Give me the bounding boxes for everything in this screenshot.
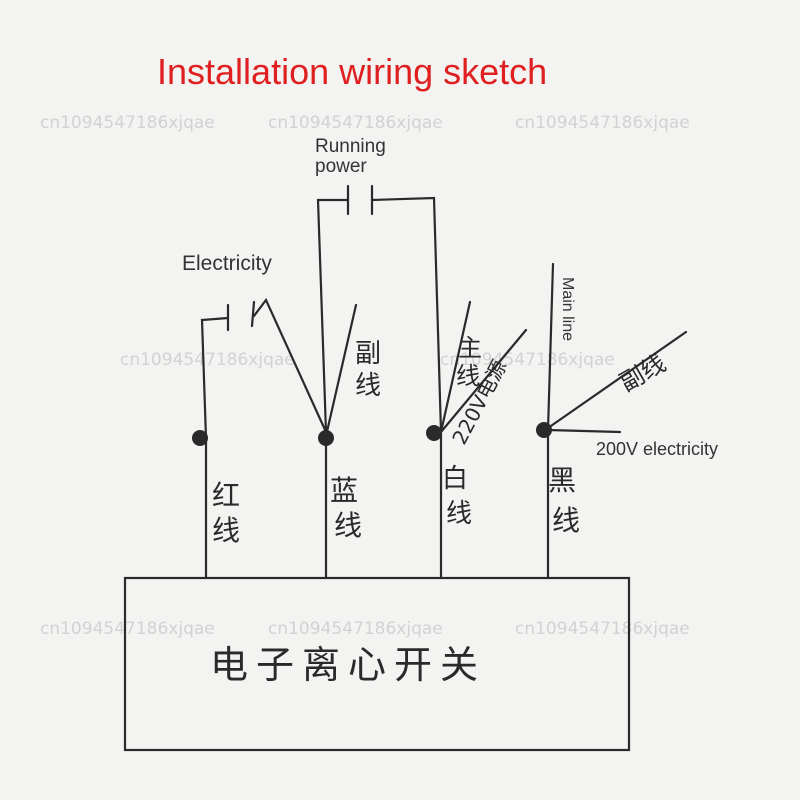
blue-wire-label-1: 蓝	[330, 474, 358, 507]
watermark: cn1094547186xjqae	[268, 619, 443, 639]
main-line-label: Main line	[559, 277, 576, 341]
watermark: cn1094547186xjqae	[515, 113, 690, 133]
v200-electricity-label: 200V electricity	[596, 439, 718, 459]
v200-line	[546, 428, 622, 434]
main-wire-mid-label-1: 主	[458, 334, 482, 362]
diagram-title: Installation wiring sketch	[157, 51, 547, 92]
switch-box	[123, 576, 631, 752]
watermark: cn1094547186xjqae	[40, 619, 215, 639]
aux-wire-left-line	[324, 303, 358, 438]
main-wire-mid-line	[439, 300, 472, 434]
blue-wire-label-2: 线	[334, 509, 362, 542]
electricity-label: Electricity	[182, 252, 272, 275]
white-wire-label-1: 白	[442, 464, 468, 494]
white-wire-label-2: 线	[446, 499, 472, 529]
red-wire-label-2: 线	[212, 514, 240, 547]
aux-wire-left-label-2: 线	[355, 371, 381, 401]
electricity-wire-right	[252, 297, 328, 434]
junction-dot	[426, 425, 442, 441]
aux-wire-left-label-1: 副	[355, 339, 381, 369]
main-line-wire	[546, 262, 555, 432]
v220-line	[439, 328, 528, 434]
watermark: cn1094547186xjqae	[515, 619, 690, 639]
running-power-label-line1: Running	[315, 136, 386, 157]
junction-dot	[536, 422, 552, 438]
black-wire-label-1: 黑	[548, 464, 576, 497]
electricity-wire-left	[200, 316, 230, 440]
main-wire-mid-label-2: 线	[456, 362, 480, 390]
switch-box-label: 电子离心开关	[210, 643, 486, 687]
red-wire-label-1: 红	[212, 479, 240, 512]
aux-wire-right-line	[546, 330, 688, 430]
black-wire-label-2: 线	[552, 504, 580, 537]
watermark: cn1094547186xjqae	[40, 113, 215, 133]
watermark: cn1094547186xjqae	[440, 350, 615, 370]
running-power-label-line2: power	[315, 156, 367, 177]
junction-dot	[192, 430, 208, 446]
electricity-contact-right	[250, 300, 256, 328]
junction-dot	[318, 430, 334, 446]
running-power-wire-left	[316, 198, 350, 434]
watermark: cn1094547186xjqae	[268, 113, 443, 133]
running-power-wire-right	[370, 196, 443, 434]
aux-wire-right-label: 副线	[615, 349, 671, 397]
watermark: cn1094547186xjqae	[120, 350, 295, 370]
